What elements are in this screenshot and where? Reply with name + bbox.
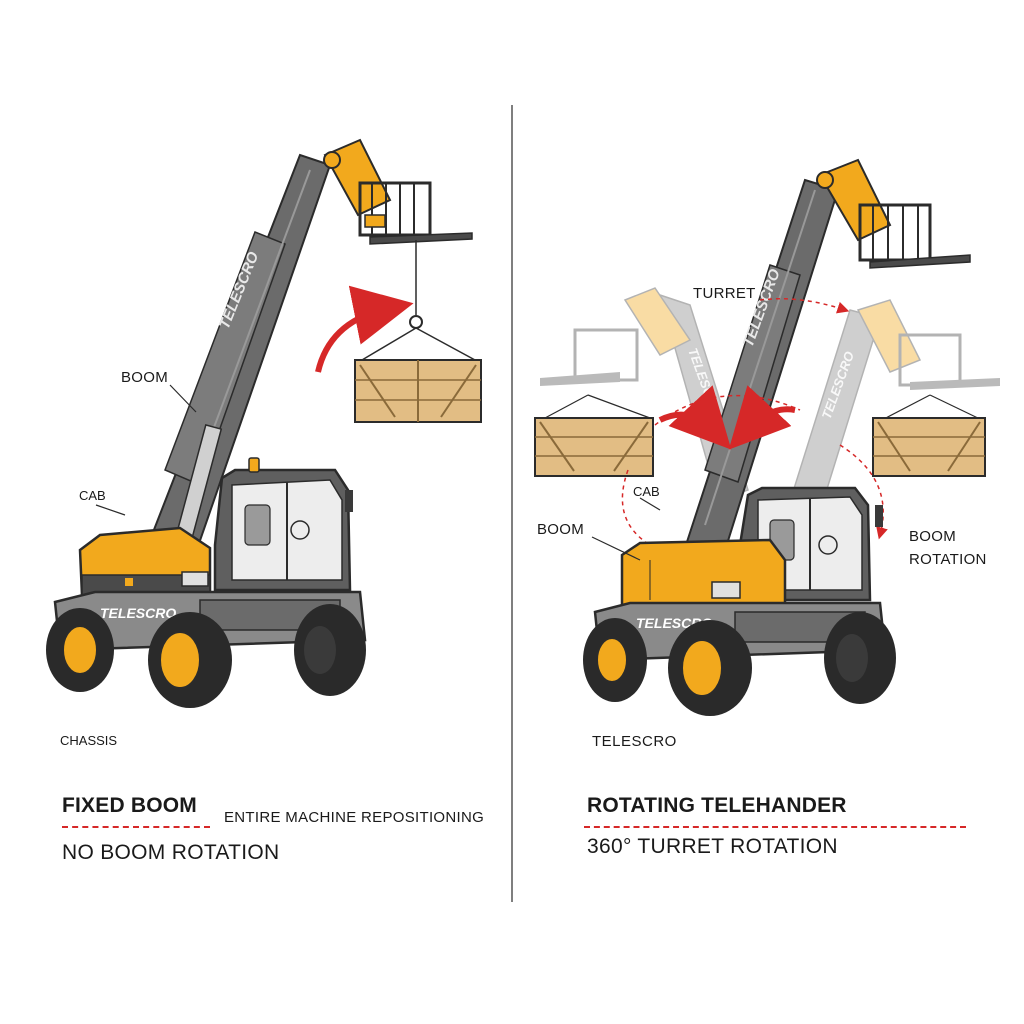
hook-icon bbox=[409, 315, 423, 329]
turret bbox=[620, 538, 787, 607]
dashed-underline bbox=[62, 826, 210, 828]
engine-hood bbox=[78, 526, 212, 597]
boom: TELESCRO bbox=[148, 153, 332, 557]
rotation-arrows bbox=[621, 298, 888, 546]
fixed-boom-telehandler: TELESCRO bbox=[46, 138, 482, 708]
heading-fixed-boom: FIXED BOOM bbox=[62, 794, 198, 817]
description-fixed-boom: NO BOOM ROTATION bbox=[62, 841, 280, 864]
boom-head bbox=[323, 138, 392, 217]
label-model: TELESCRO bbox=[592, 733, 677, 750]
rotating-telehandler: TELESCRO TELESCRO bbox=[534, 158, 1000, 716]
ghost-crate-right bbox=[872, 394, 986, 477]
fork-carriage bbox=[858, 203, 971, 269]
wheels bbox=[583, 612, 896, 716]
wheels bbox=[46, 604, 366, 708]
ghost-crate-left bbox=[534, 394, 654, 477]
label-boom-right: BOOM bbox=[537, 521, 585, 538]
chassis-brand-text: TELESCRO bbox=[100, 605, 176, 621]
wooden-crate bbox=[354, 359, 482, 423]
label-turret: TURRET bbox=[693, 285, 756, 302]
movement-arrow-icon bbox=[315, 285, 414, 373]
label-chassis: CHASSIS bbox=[60, 733, 118, 748]
label-boom-left: BOOM bbox=[121, 369, 169, 386]
subheading-repositioning: ENTIRE MACHINE REPOSITIONING bbox=[224, 809, 485, 826]
cab bbox=[213, 457, 353, 592]
dashed-underline bbox=[584, 826, 966, 828]
label-cab-left: CAB bbox=[79, 488, 106, 503]
fork-carriage bbox=[358, 181, 473, 245]
label-boom-rotation-line2: ROTATION bbox=[909, 551, 987, 568]
heading-rotating-telehander: ROTATING TELEHANDER bbox=[587, 794, 847, 817]
label-cab-right: CAB bbox=[633, 484, 660, 499]
label-boom-rotation-line1: BOOM bbox=[909, 528, 957, 545]
description-turret-rotation: 360° TURRET ROTATION bbox=[587, 835, 838, 858]
